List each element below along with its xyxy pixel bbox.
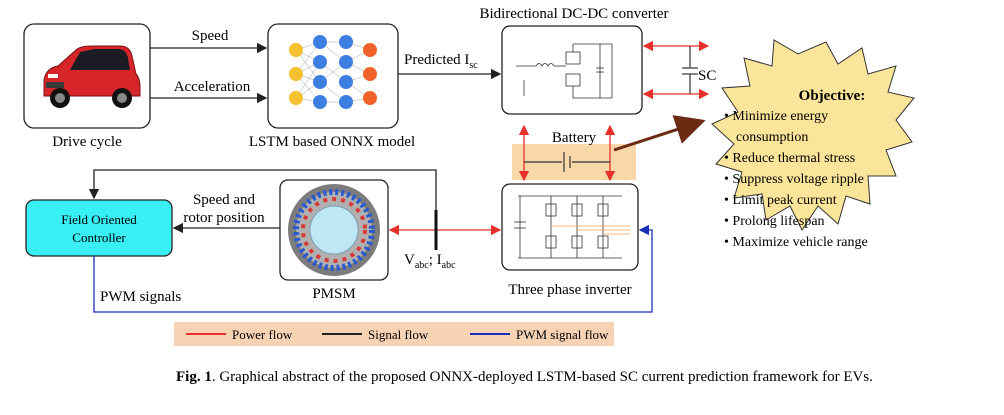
objective-pointer-arrow <box>613 115 706 152</box>
speed-label: Speed <box>192 28 229 44</box>
pmsm-label: PMSM <box>312 286 355 302</box>
dcdc-circuit-icon <box>516 43 613 99</box>
feedback-signal-line <box>88 169 437 210</box>
objective-item: • Suppress voltage ripple <box>724 172 864 187</box>
caption-text: . Graphical abstract of the proposed ONN… <box>211 369 873 385</box>
pwm-signals-label: PWM signals <box>100 289 181 305</box>
speed-rotor-label-1: Speed and <box>193 192 256 208</box>
foc-block: Field Oriented Controller <box>25 199 173 257</box>
dcdc-title: Bidirectional DC-DC converter <box>479 6 668 22</box>
objective-item: consumption <box>736 130 808 145</box>
objective-item: • Reduce thermal stress <box>724 151 855 166</box>
car-image <box>43 45 141 108</box>
sc-label: SC <box>698 68 716 84</box>
battery-icon <box>524 152 610 172</box>
foc-label-1: Field Oriented <box>61 212 137 227</box>
drive-cycle-label: Drive cycle <box>52 134 122 150</box>
objective-title: Objective: <box>799 88 866 104</box>
inverter-label: Three phase inverter <box>508 282 631 298</box>
inverter-block: Three phase inverter <box>501 183 639 298</box>
legend-label: Power flow <box>232 327 293 342</box>
battery-block: Battery <box>512 124 636 182</box>
drive-cycle-block: Drive cycle <box>23 23 151 150</box>
objective-list: • Minimize energy consumption • Reduce the… <box>724 109 868 250</box>
figure-caption: Fig. 1. Graphical abstract of the propos… <box>176 368 976 386</box>
inverter-circuit-icon <box>514 195 630 259</box>
lstm-model-block: LSTM based ONNX model <box>249 23 415 150</box>
predicted-isc-label: Predicted Isc <box>404 52 478 71</box>
v-i-abc-label: Vabc; Iabc <box>404 252 456 271</box>
legend: Power flow Signal flow PWM signal flow <box>174 322 614 346</box>
legend-label: PWM signal flow <box>516 327 609 342</box>
battery-label: Battery <box>552 130 597 146</box>
dcdc-converter-block <box>501 25 643 115</box>
nn-nodes <box>289 35 377 109</box>
pmsm-motor-icon <box>288 184 380 276</box>
foc-label-2: Controller <box>72 230 126 245</box>
pmsm-block: PMSM <box>279 179 389 302</box>
pwm-signal-line <box>93 224 653 313</box>
objective-item: • Limit peak current <box>724 193 837 208</box>
acceleration-label: Acceleration <box>174 79 251 95</box>
speed-rotor-label-2: rotor position <box>183 210 265 226</box>
objective-item: • Maximize vehicle range <box>724 235 868 250</box>
caption-fig-number: Fig. 1 <box>176 369 212 385</box>
objective-item: • Minimize energy <box>724 109 828 124</box>
legend-background <box>174 322 614 346</box>
objective-item: • Prolong lifespan <box>724 214 825 229</box>
sc-capacitor-icon <box>682 46 698 94</box>
legend-label: Signal flow <box>368 327 429 342</box>
objective-star: Objective: • Minimize energyconsumption•… <box>711 39 915 250</box>
lstm-model-label: LSTM based ONNX model <box>249 134 415 150</box>
